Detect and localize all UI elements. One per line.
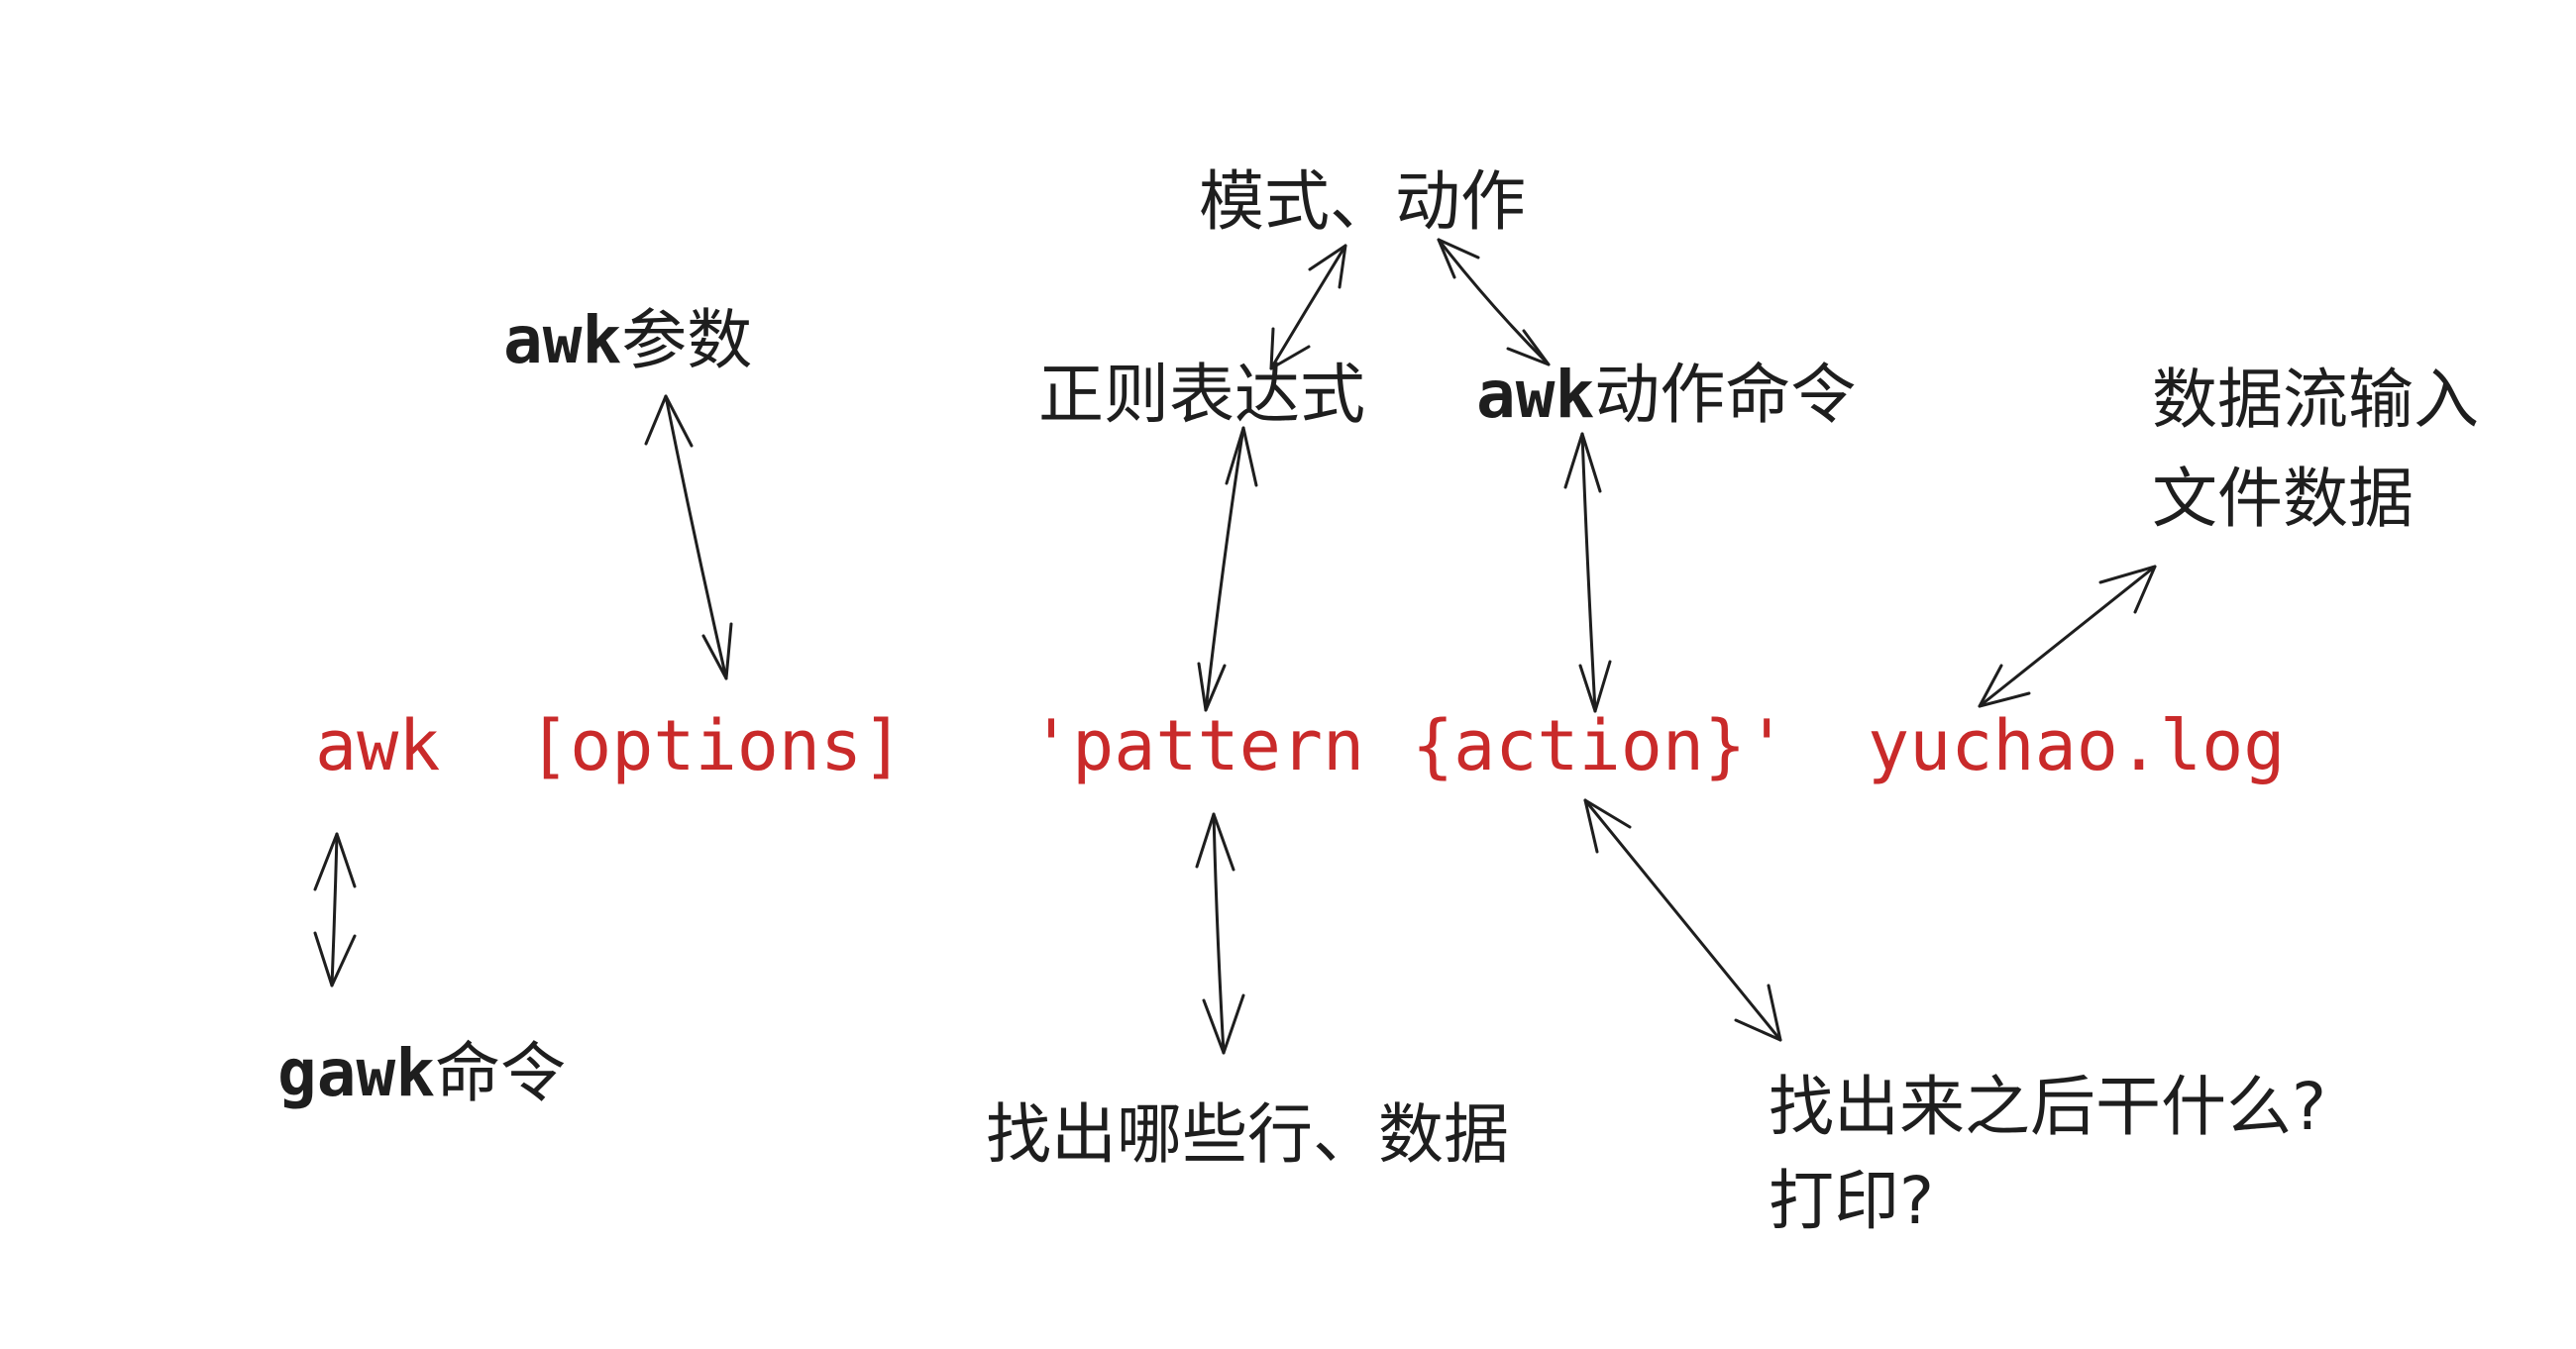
code-action: {action}' [1412, 705, 1788, 786]
label-awk-action-prefix: awk [1476, 357, 1595, 433]
code-options: [options] [528, 705, 905, 786]
label-print: 打印? [1769, 1163, 1935, 1239]
arrow-stream-to-file [1978, 565, 2157, 708]
label-regex: 正则表达式 [1038, 357, 1365, 433]
label-file-data: 文件数据 [2152, 461, 2414, 537]
arrow-awk-to-gawk [313, 832, 357, 987]
label-gawk-suffix: 命令 [434, 1035, 566, 1111]
arrow-awk-action-to-action [1563, 432, 1612, 713]
arrow-mode-to-awk-action [1437, 238, 1551, 366]
arrow-mode-to-regex [1269, 244, 1347, 370]
code-awk: awk [315, 705, 441, 786]
code-file: yuchao.log [1868, 705, 2286, 786]
label-awk-action-suffix: 动作命令 [1594, 357, 1857, 433]
label-awk-params-suffix: 参数 [621, 302, 753, 378]
arrow-pattern-to-find [1195, 812, 1245, 1055]
label-stream-input: 数据流输入 [2152, 362, 2479, 438]
label-awk-params-prefix: awk [503, 302, 622, 378]
arrow-awk-params [644, 394, 733, 680]
label-after-find: 找出来之后干什么? [1769, 1069, 2327, 1145]
label-gawk: gawk命令 [277, 1033, 566, 1115]
label-find-rows: 找出哪些行、数据 [986, 1096, 1509, 1173]
label-mode-action: 模式、动作 [1199, 163, 1526, 240]
label-awk-action: awk动作命令 [1476, 355, 1856, 437]
arrow-regex-to-pattern [1197, 426, 1258, 712]
label-awk-params: awk参数 [503, 300, 752, 382]
label-gawk-prefix: gawk [277, 1035, 435, 1111]
code-pattern: 'pattern [1030, 705, 1365, 786]
arrow-action-to-after [1583, 798, 1782, 1042]
